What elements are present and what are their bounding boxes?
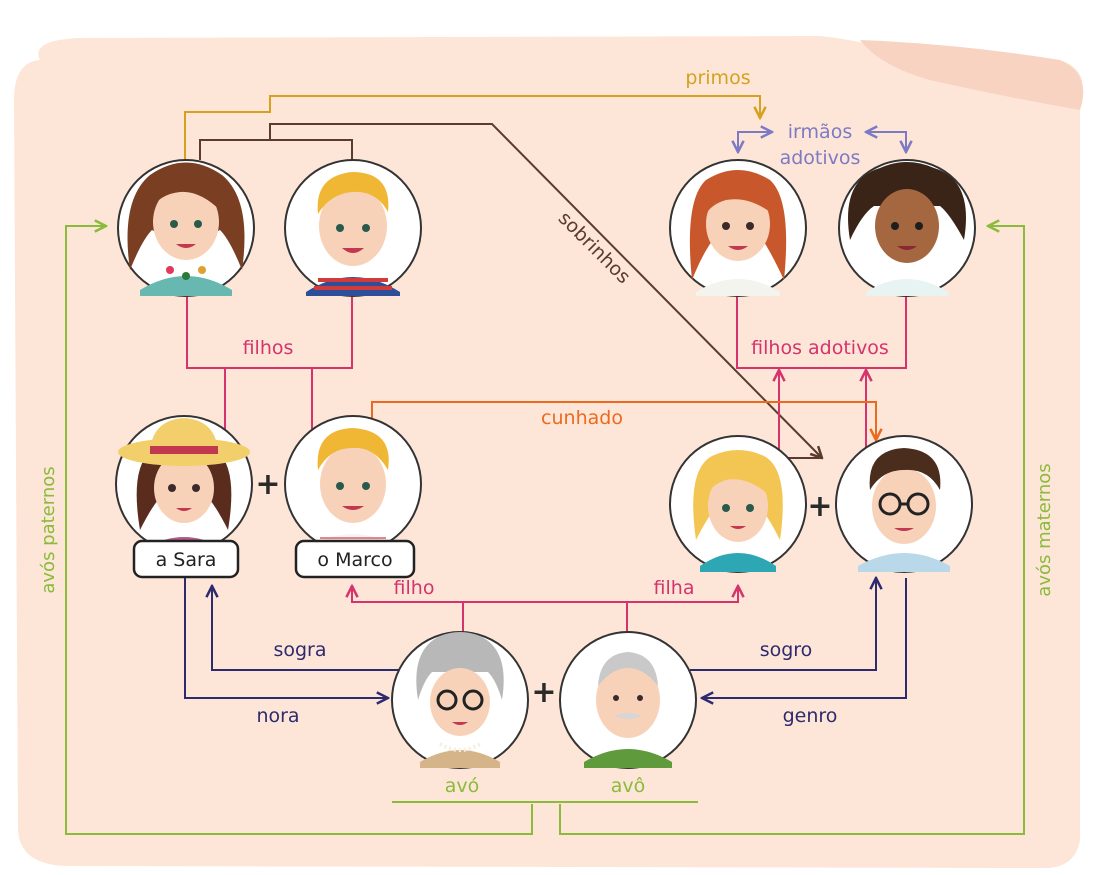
- portrait-grandfather: [560, 632, 696, 768]
- label-filha: filha: [654, 577, 695, 599]
- label-irmaos: irmãos: [788, 121, 852, 143]
- portrait-aunt: [670, 436, 806, 572]
- plus-sign-aunt-uncle: +: [807, 489, 832, 524]
- name-box-marco: o Marco: [296, 541, 414, 577]
- portrait-sara: [116, 416, 252, 552]
- label-sogra: sogra: [273, 639, 326, 661]
- label-sogro: sogro: [760, 639, 813, 661]
- name-sara: a Sara: [156, 549, 217, 571]
- label-primos: primos: [685, 67, 750, 89]
- portrait-adopted-girl-curly-hair: [839, 160, 975, 296]
- plus-sign-parents: +: [255, 467, 280, 502]
- portrait-grandmother: [392, 632, 528, 768]
- portrait-uncle: [836, 436, 972, 572]
- label-filhos-adotivos: filhos adotivos: [751, 337, 889, 359]
- name-box-sara: a Sara: [134, 541, 238, 577]
- label-adotivos: adotivos: [780, 147, 861, 169]
- label-nora: nora: [256, 705, 299, 727]
- portrait-adopted-girl-red-hair: [670, 160, 806, 296]
- name-marco: o Marco: [317, 549, 392, 571]
- portrait-boy-cousin: [285, 160, 421, 296]
- label-avo-m: avô: [611, 775, 646, 797]
- label-filho: filho: [394, 577, 435, 599]
- label-avos-maternos: avós maternos: [1034, 463, 1055, 596]
- label-genro: genro: [783, 705, 838, 727]
- label-avos-paternos: avós paternos: [38, 466, 59, 593]
- label-filhos: filhos: [243, 337, 294, 359]
- label-cunhado: cunhado: [541, 407, 623, 429]
- portrait-marco: [285, 416, 421, 552]
- portrait-girl-cousin: [118, 160, 254, 296]
- plus-sign-grandparents: +: [531, 675, 556, 710]
- label-avo-f: avó: [445, 775, 480, 797]
